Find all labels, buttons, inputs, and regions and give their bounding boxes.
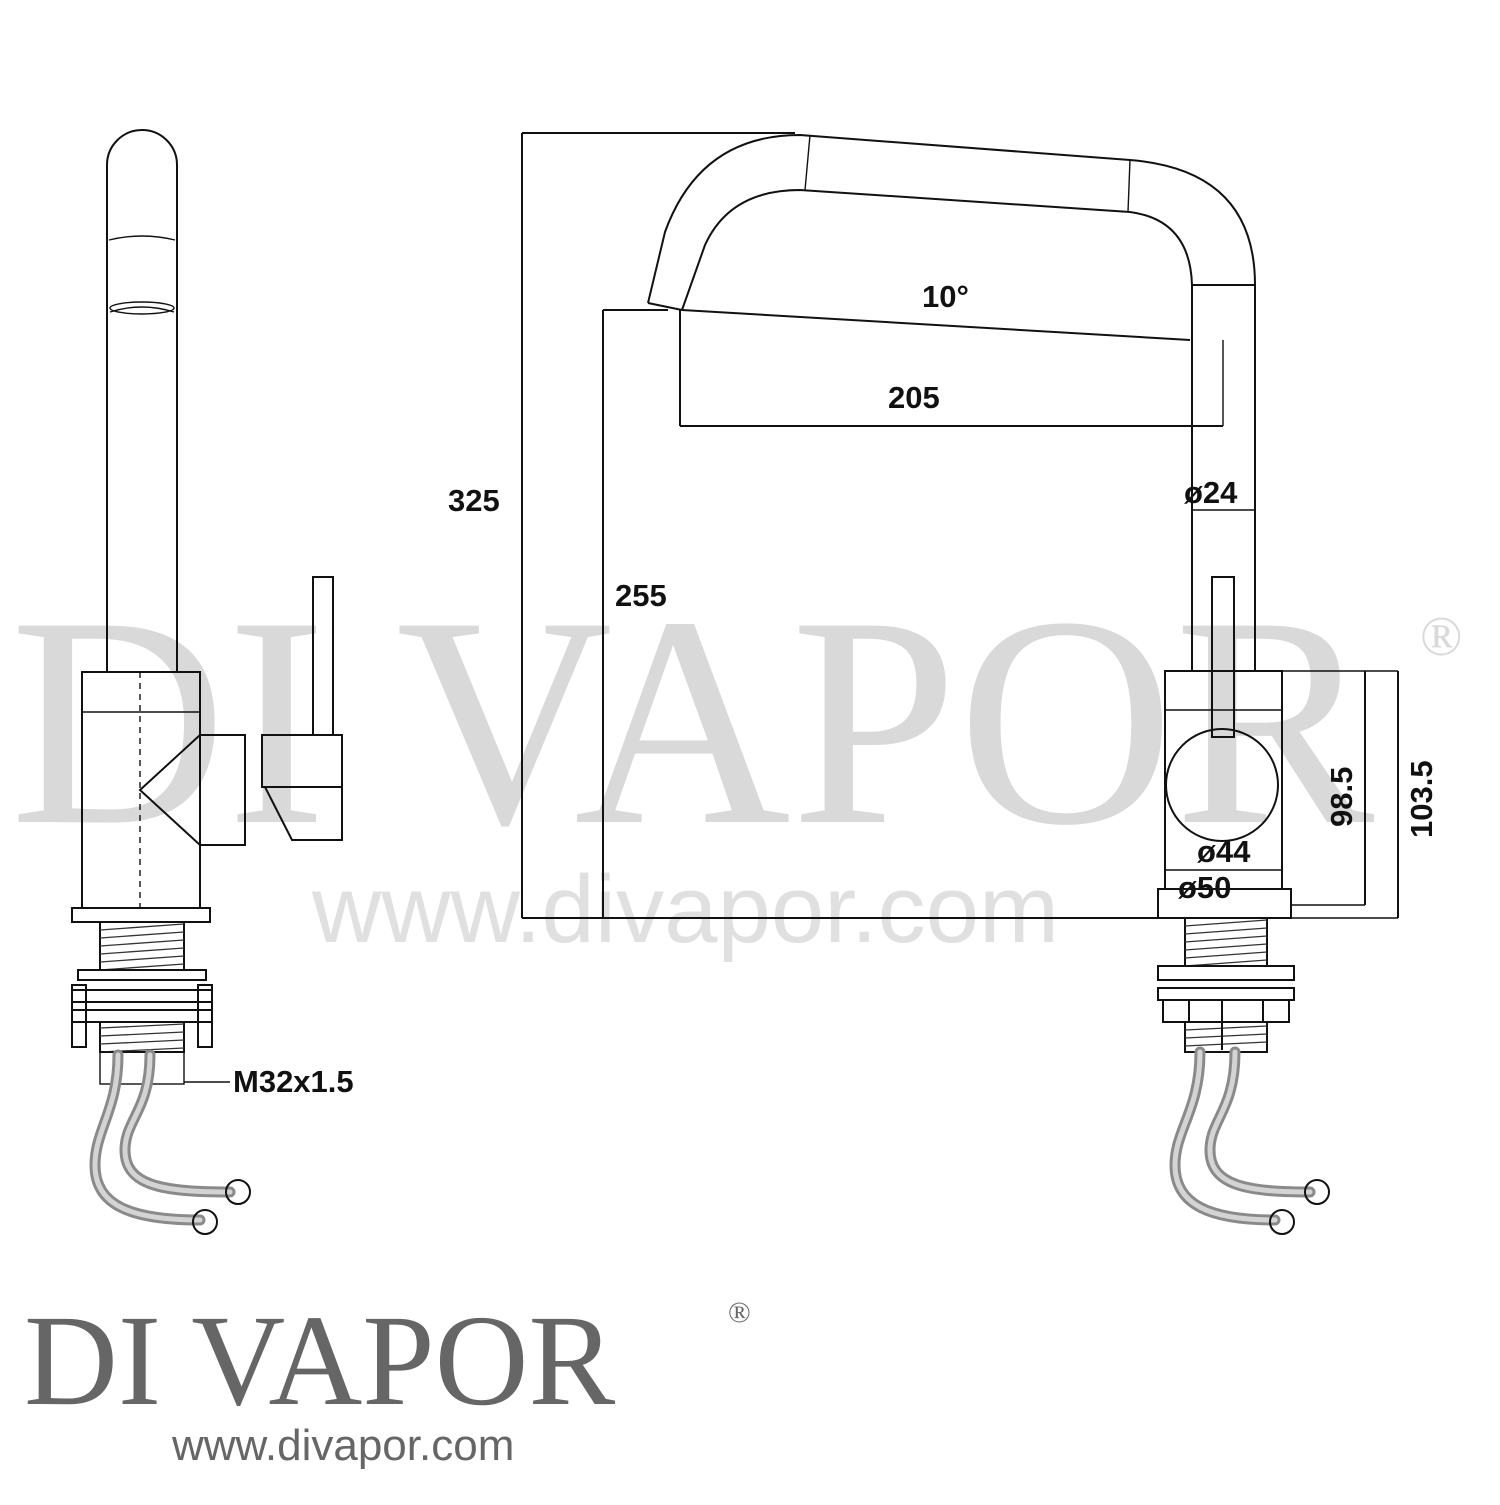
overall-height-value: 325 (448, 483, 500, 518)
spout-reach-value: 205 (888, 380, 940, 415)
front-spout-inner (681, 188, 1193, 311)
lever-height-value: 98.5 (1324, 767, 1359, 827)
watermark-registered-mark: ® (1420, 606, 1463, 668)
side-hose-2-nut (192, 1209, 218, 1235)
front-fixing-plate (1157, 987, 1295, 1001)
side-fixing-plate (71, 989, 213, 1003)
logo-url: www.divapor.com (171, 1421, 514, 1470)
side-lever (312, 576, 334, 736)
front-spout-underside (681, 309, 1191, 341)
front-lever (1211, 576, 1235, 738)
body-height-value: 103.5 (1404, 760, 1439, 838)
front-spout-outer (647, 133, 1256, 304)
base-diameter-value: ø50 (1178, 870, 1231, 905)
watermark-brand: DI VAPOR (10, 555, 1376, 887)
logo-registered-mark: ® (728, 1296, 751, 1329)
spout-height-value: 255 (615, 578, 667, 613)
logo-brand: DI VAPOR (24, 1289, 616, 1433)
side-valve-housing (138, 734, 246, 846)
watermark-url: www.divapor.com (311, 856, 1059, 963)
thread-size-label: M32x1.5 (233, 1064, 354, 1099)
spout-angle-value: 10° (922, 279, 969, 314)
brand-logo: DI VAPOR ® www.divapor.com (24, 1289, 751, 1470)
side-base-plate (71, 907, 211, 923)
watermark: DI VAPOR ® www.divapor.com (10, 555, 1463, 963)
side-hose-2 (119, 1049, 236, 1198)
side-washer (77, 969, 207, 981)
spout-diameter-value: ø24 (1184, 475, 1238, 510)
side-view: M32x1.5 (71, 129, 354, 1235)
front-hose-2-nut (1269, 1209, 1295, 1235)
front-view: 325 255 205 10° ø24 ø44 ø50 (448, 132, 1439, 1235)
side-hose-1-nut (225, 1179, 251, 1205)
body-diameter-value: ø44 (1197, 834, 1251, 869)
front-lever-hub (1165, 728, 1279, 842)
side-fixing-bolt-left (71, 984, 87, 1048)
front-hose-1-nut (1304, 1179, 1330, 1205)
front-washer (1157, 965, 1295, 981)
side-fixing-bolt-right (197, 984, 213, 1048)
front-hose-2 (1204, 1046, 1316, 1198)
side-spout-tube (106, 129, 178, 672)
